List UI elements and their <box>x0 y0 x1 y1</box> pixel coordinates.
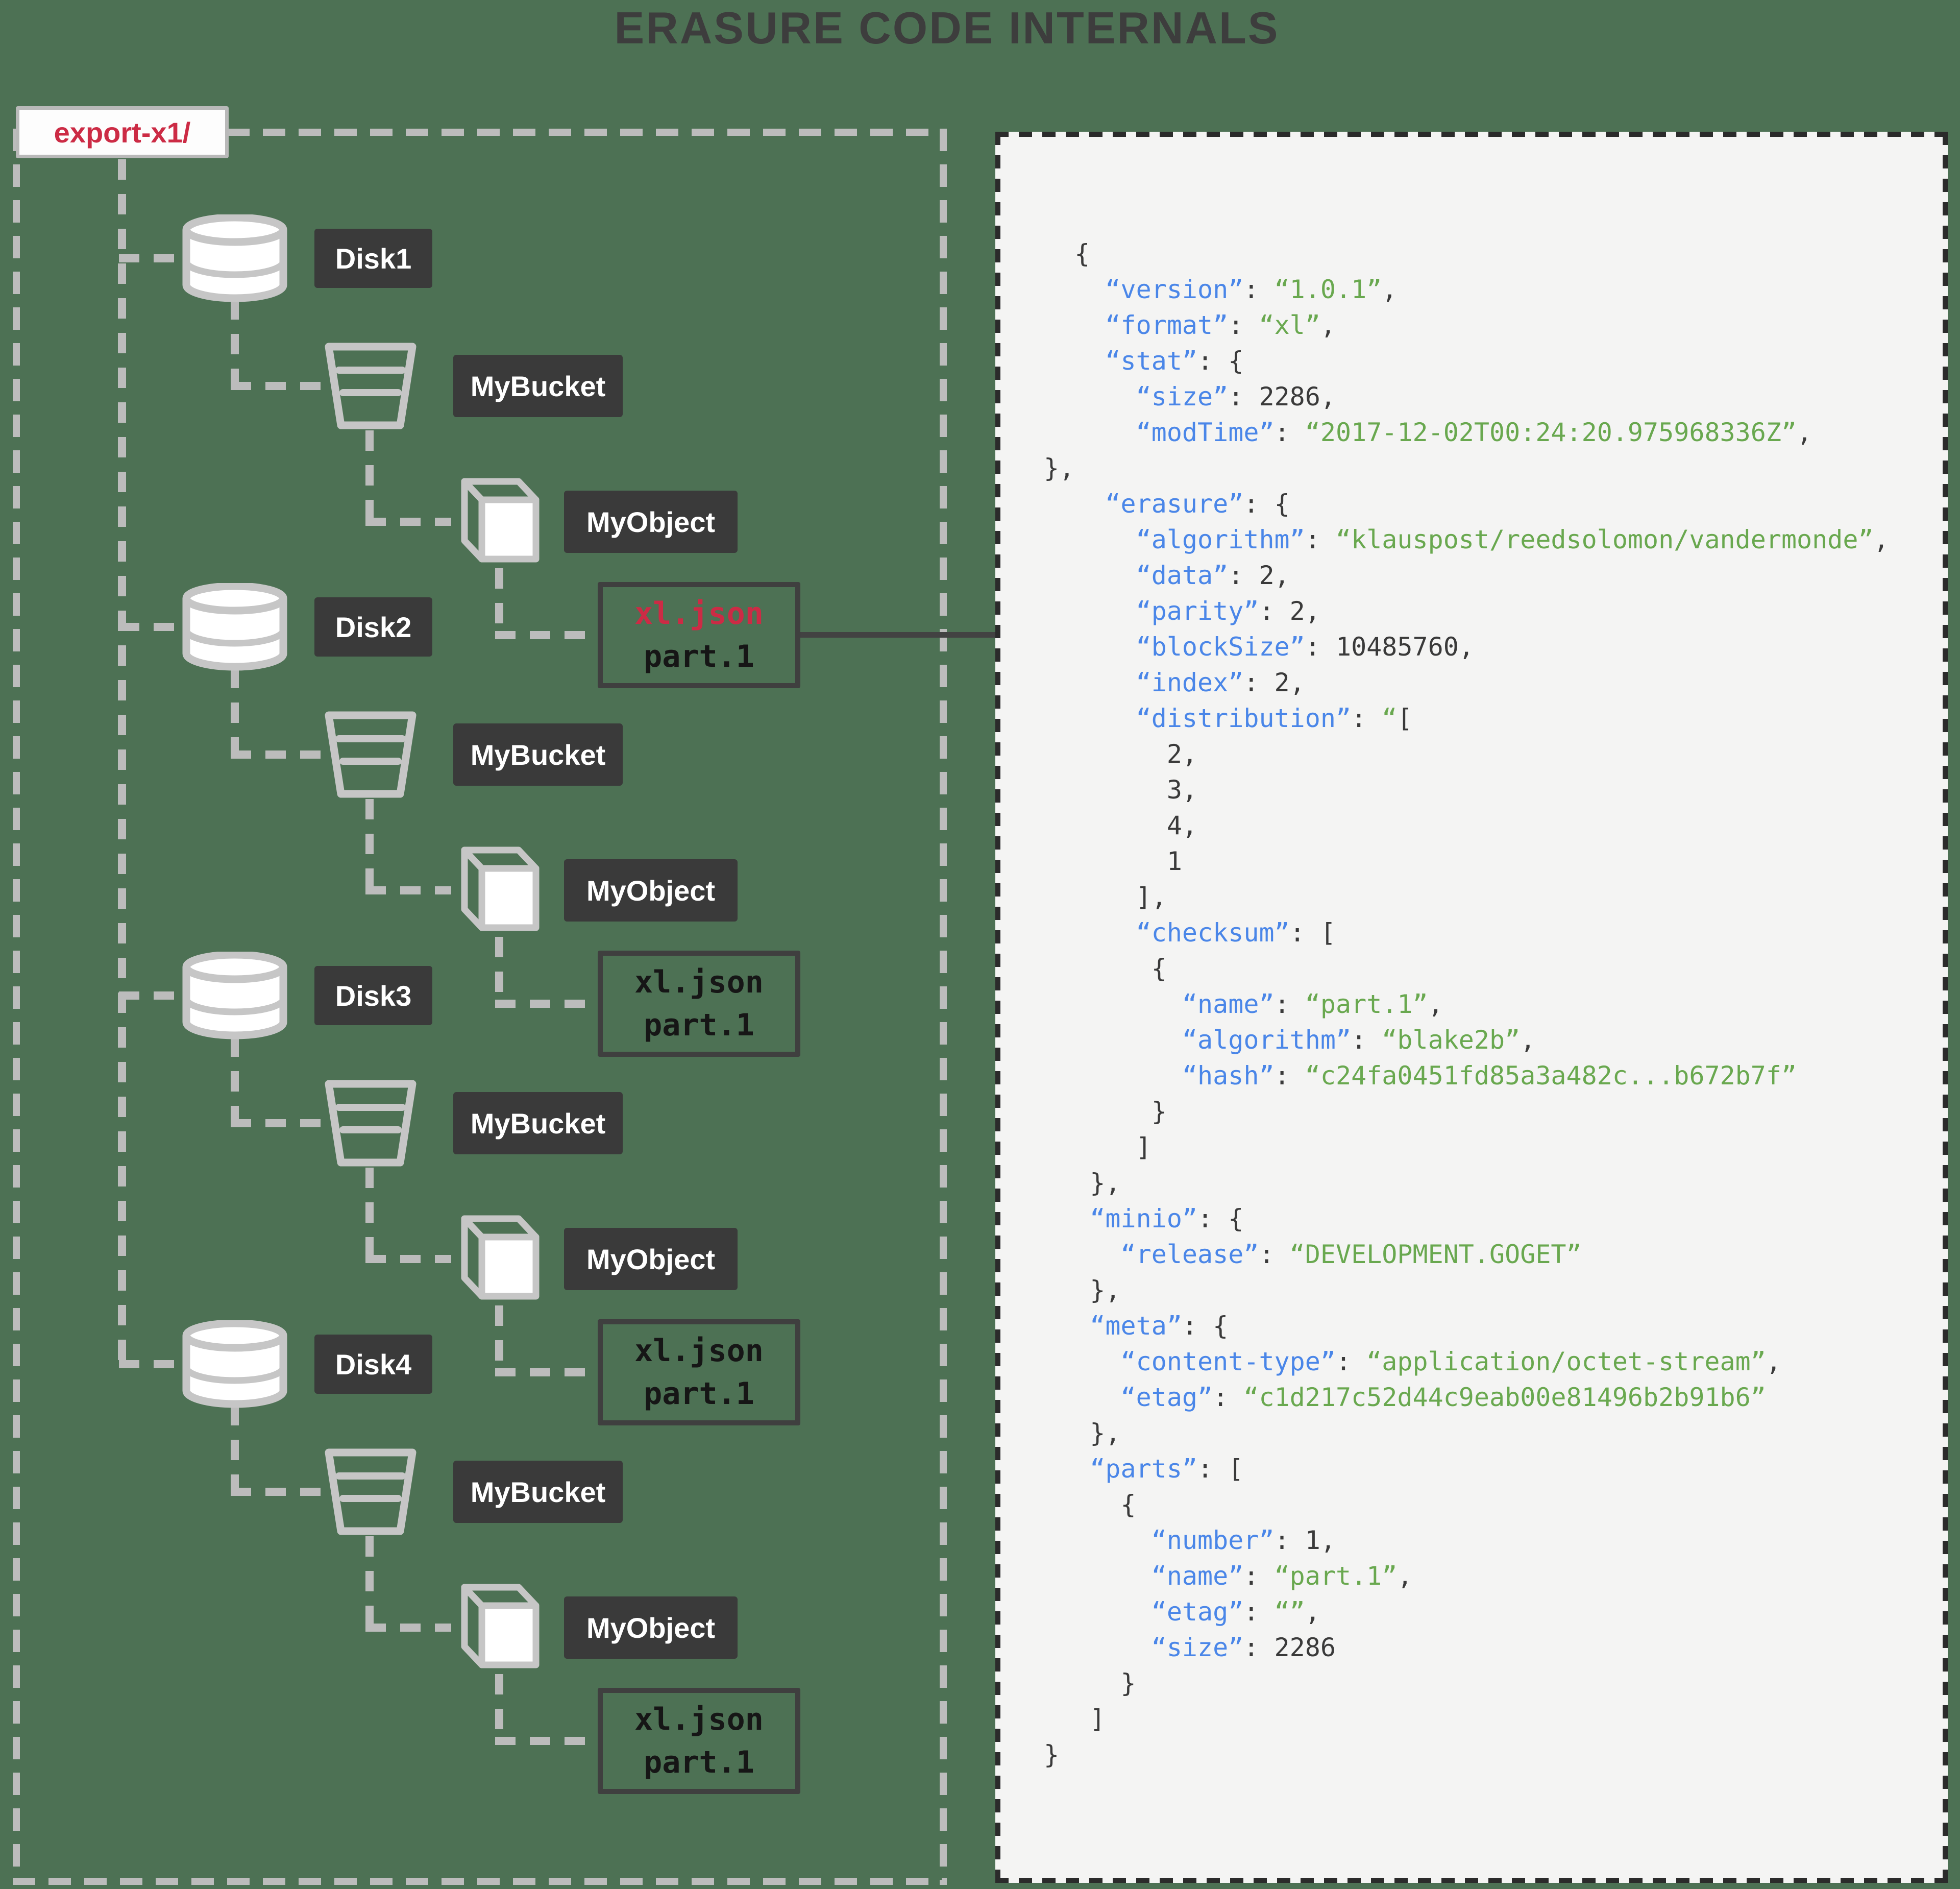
file-name-part1: part.1 <box>644 1745 754 1780</box>
connector-dash-vertical <box>231 1405 239 1496</box>
xl-json-pointer-line <box>800 632 995 638</box>
object-label: MyObject <box>564 491 738 553</box>
xl-json-file-box: xl.json part.1 <box>598 582 800 688</box>
container-border-left <box>13 129 20 1885</box>
panel-border-left <box>995 132 1000 1883</box>
file-name-part1: part.1 <box>644 1376 754 1412</box>
file-name-part1: part.1 <box>644 1007 754 1043</box>
connector-dash-vertical <box>495 1674 503 1745</box>
connector-dash-vertical <box>495 1305 503 1376</box>
export-root-label: export-x1/ <box>54 116 191 149</box>
connector-dash-horizontal <box>365 518 451 526</box>
disk-icon <box>178 951 291 1039</box>
xl-json-code: { “version”: “1.0.1”, “format”: “xl”, “s… <box>1044 239 1889 1770</box>
bucket-label: MyBucket <box>453 723 623 786</box>
connector-dash-horizontal <box>365 1624 451 1632</box>
disk-label: Disk1 <box>314 229 432 288</box>
export-root-box: export-x1/ <box>16 106 229 158</box>
disk-icon <box>178 213 291 302</box>
panel-border-bottom <box>995 1878 1948 1883</box>
disk-label: Disk3 <box>314 966 432 1025</box>
connector-dash-vertical <box>231 299 239 390</box>
disk-icon <box>178 582 291 671</box>
panel-border-top <box>995 132 1948 137</box>
disk-label: Disk2 <box>314 597 432 657</box>
connector-dash-horizontal <box>495 1737 598 1745</box>
file-name-xl-json: xl.json <box>634 1702 764 1737</box>
object-label: MyObject <box>564 1596 738 1659</box>
connector-dash-vertical <box>231 1036 239 1127</box>
xl-json-file-box: xl.json part.1 <box>598 951 800 1057</box>
connector-dash-horizontal <box>495 631 598 639</box>
xl-json-panel <box>995 132 1948 1883</box>
container-border-right <box>940 129 947 1885</box>
disk-label: Disk4 <box>314 1335 432 1394</box>
bucket-label: MyBucket <box>453 1461 623 1523</box>
container-border-bottom <box>13 1878 947 1885</box>
object-cube-icon <box>451 474 549 569</box>
connector-dash-vertical <box>365 799 374 894</box>
object-cube-icon <box>451 843 549 938</box>
trunk-dash-vertical <box>118 159 126 1368</box>
connector-dash-horizontal <box>231 1488 323 1496</box>
trunk-to-disk-dash <box>119 623 179 631</box>
connector-dash-horizontal <box>365 1255 451 1263</box>
connector-dash-horizontal <box>231 1119 323 1127</box>
bucket-label: MyBucket <box>453 355 623 417</box>
connector-dash-vertical <box>365 1536 374 1632</box>
container-border-top <box>13 129 947 136</box>
connector-dash-vertical <box>495 568 503 639</box>
bucket-icon <box>322 709 420 800</box>
connector-dash-vertical <box>495 937 503 1008</box>
xl-json-file-box: xl.json part.1 <box>598 1319 800 1425</box>
disk-icon <box>178 1319 291 1408</box>
trunk-to-disk-dash <box>119 1360 179 1368</box>
file-name-xl-json: xl.json <box>634 964 764 1000</box>
page-title: ERASURE CODE INTERNALS <box>614 3 1280 53</box>
connector-dash-horizontal <box>495 1368 598 1376</box>
xl-json-file-box: xl.json part.1 <box>598 1688 800 1794</box>
connector-dash-vertical <box>231 668 239 759</box>
bucket-icon <box>322 1078 420 1169</box>
connector-dash-vertical <box>365 430 374 526</box>
connector-dash-horizontal <box>231 382 323 390</box>
file-name-xl-json: xl.json <box>634 596 764 632</box>
object-label: MyObject <box>564 1228 738 1290</box>
connector-dash-vertical <box>365 1168 374 1263</box>
panel-border-right <box>1943 132 1948 1883</box>
object-label: MyObject <box>564 859 738 922</box>
connector-dash-horizontal <box>231 750 323 759</box>
object-cube-icon <box>451 1212 549 1306</box>
connector-dash-horizontal <box>495 1000 598 1008</box>
bucket-icon <box>322 1446 420 1537</box>
file-name-xl-json: xl.json <box>634 1333 764 1369</box>
bucket-label: MyBucket <box>453 1092 623 1154</box>
file-name-part1: part.1 <box>644 639 754 674</box>
bucket-icon <box>322 341 420 431</box>
trunk-to-disk-dash <box>119 254 179 262</box>
trunk-to-disk-dash <box>119 991 179 1000</box>
connector-dash-horizontal <box>365 886 451 894</box>
object-cube-icon <box>451 1580 549 1675</box>
